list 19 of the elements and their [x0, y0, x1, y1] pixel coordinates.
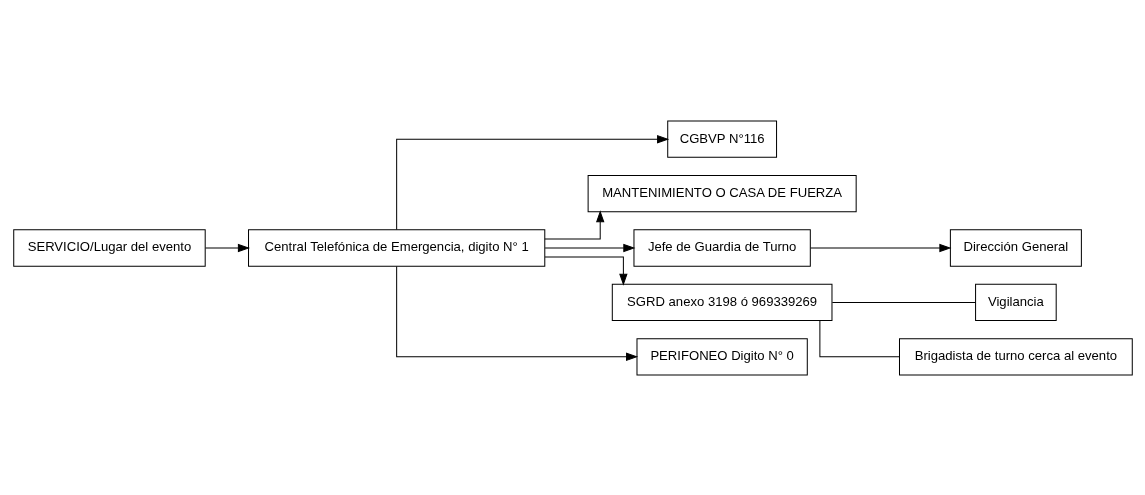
arrow: [395, 134, 669, 230]
node-box: Central Telefónica de Emergencia, digito N° 1: [247, 228, 545, 267]
node-box: SERVICIO/Lugar del evento: [12, 228, 206, 267]
node-box: CGBVP N°116: [666, 120, 777, 158]
connector: [831, 301, 976, 303]
node-box: Vigilancia: [974, 283, 1057, 321]
node-box: Dirección General: [949, 228, 1082, 267]
node-box: MANTENIMIENTO O CASA DE FUERZA: [587, 174, 857, 212]
node-box: Brigadista de turno cerca al evento: [898, 337, 1133, 375]
node-box: Jefe de Guardia de Turno: [632, 228, 811, 267]
arrow: [544, 243, 635, 252]
arrow: [204, 243, 250, 252]
arrow: [395, 265, 638, 361]
node-box: SGRD anexo 3198 ó 969339269: [611, 283, 832, 321]
node-box: PERIFONEO Digito N° 0: [636, 337, 808, 375]
connector: [818, 319, 900, 357]
arrow: [544, 256, 628, 286]
arrow: [809, 243, 951, 252]
arrow: [543, 209, 604, 239]
